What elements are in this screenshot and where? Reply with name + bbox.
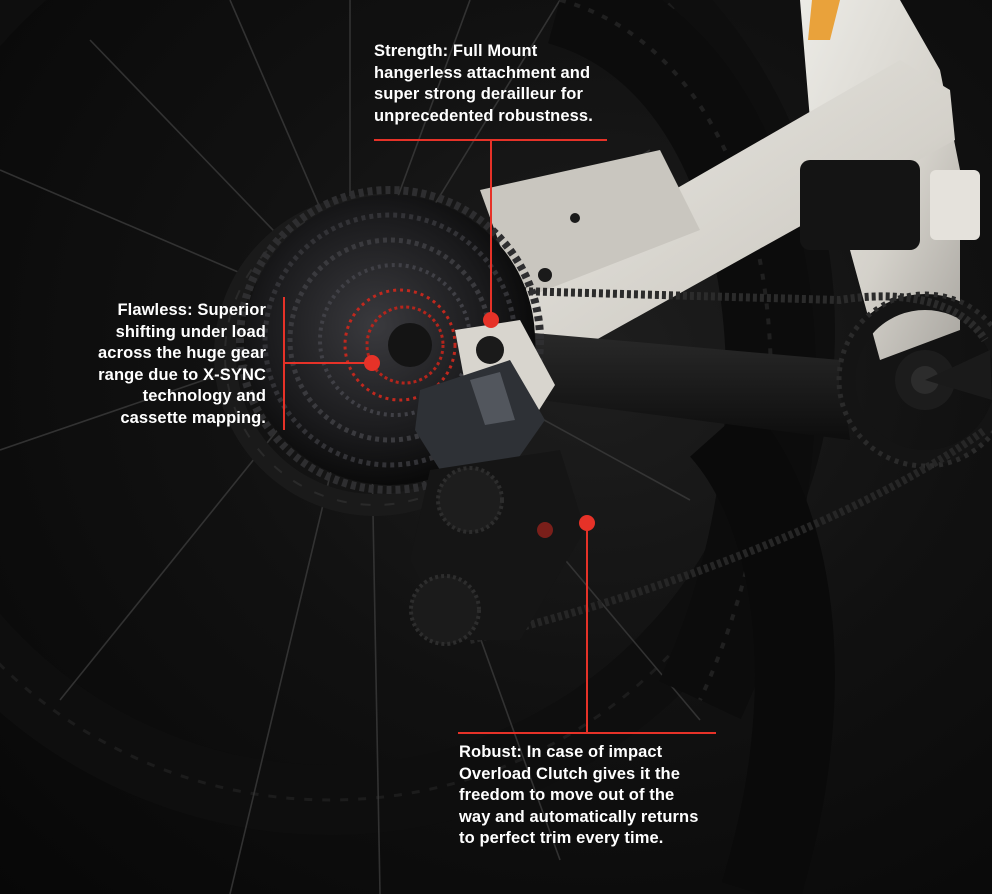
chainring <box>836 291 992 469</box>
bike-frame <box>470 0 980 440</box>
rear-derailleur <box>409 320 585 646</box>
callout-strength-text: Strength: Full Mount hangerless attachme… <box>374 42 593 125</box>
callout-strength-marker <box>374 139 607 328</box>
front-tire <box>546 0 835 894</box>
chain <box>469 286 989 644</box>
callout-flawless-text: Flawless: Superior shifting under load a… <box>98 301 266 427</box>
callout-flawless-marker <box>283 297 380 430</box>
callout-robust-text: Robust: In case of impact Overload Clutc… <box>459 743 699 847</box>
callout-robust-marker <box>458 515 716 734</box>
